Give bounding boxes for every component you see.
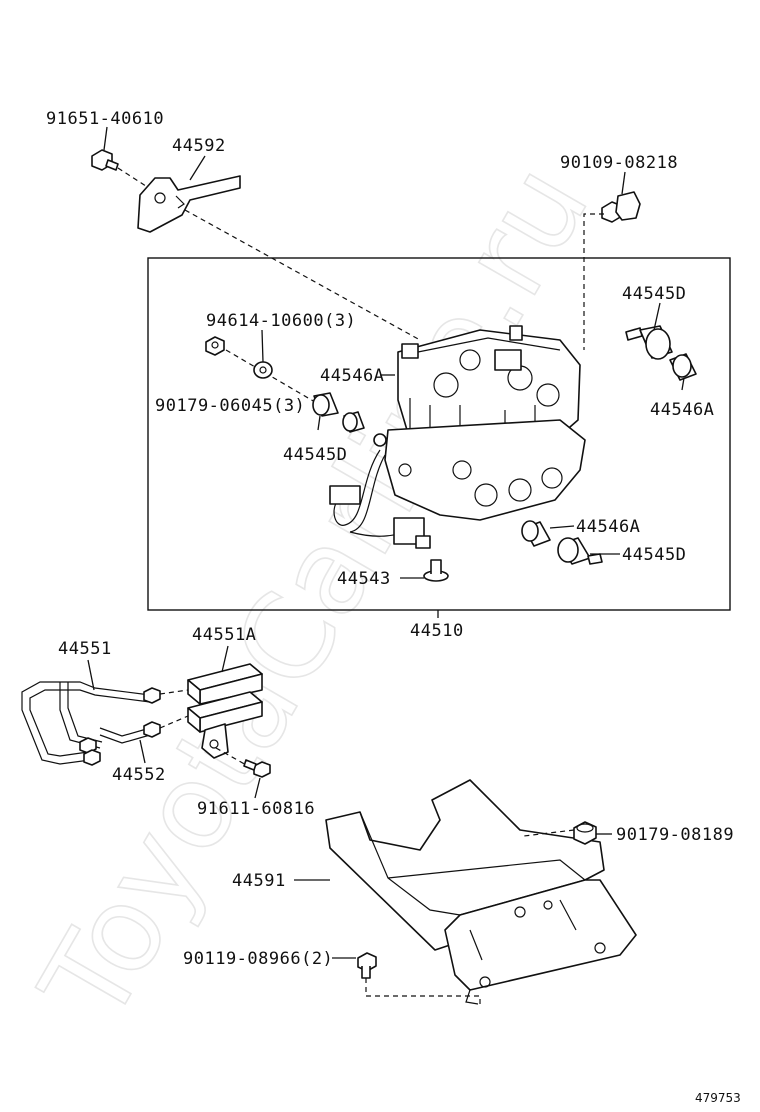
clamp-44551A[interactable] [187, 663, 263, 759]
bolt-90119-08966[interactable] [357, 952, 377, 979]
callout-90179-06045: 90179-06045(3) [155, 396, 305, 416]
callout-44551A: 44551A [192, 625, 256, 645]
callout-44543: 44543 [337, 569, 391, 589]
nut-90179-08189[interactable] [573, 821, 597, 845]
callout-44551: 44551 [58, 639, 112, 659]
collar-44546A-lower-right[interactable] [521, 520, 551, 547]
collar-44546A-upper-right[interactable] [669, 353, 697, 381]
assembly-frame [147, 257, 731, 611]
bolt-91611-60816[interactable] [243, 759, 271, 778]
callout-44545D-left: 44545D [283, 445, 347, 465]
diagram-code: 479753 [695, 1091, 741, 1105]
washer-94614-10600[interactable] [253, 361, 273, 379]
callout-44546A-lower: 44546A [576, 517, 640, 537]
bracket-44591[interactable] [325, 779, 637, 1005]
callout-44546A-right: 44546A [650, 400, 714, 420]
cushion-44545D-upper-right[interactable] [625, 325, 673, 360]
callout-44591: 44591 [232, 871, 286, 891]
callout-90119-08966: 90119-08966(2) [183, 949, 333, 969]
sensor-90109-08218[interactable] [601, 191, 641, 223]
callout-90179-08189: 90179-08189 [616, 825, 734, 845]
callout-44546A-left: 44546A [320, 366, 384, 386]
callout-44545D-lower: 44545D [622, 545, 686, 565]
leader-lines [87, 126, 685, 959]
callout-91651-40610: 91651-40610 [46, 109, 164, 129]
tube-44552[interactable] [99, 727, 151, 744]
cushion-44545D-lower-right[interactable] [557, 537, 603, 565]
bolt-44543[interactable] [423, 559, 449, 582]
actuator-body-44510[interactable] [329, 325, 586, 549]
callout-91611-60816: 91611-60816 [197, 799, 315, 819]
callout-44510: 44510 [410, 621, 464, 641]
callout-44552: 44552 [112, 765, 166, 785]
nut-90179-06045[interactable] [205, 336, 225, 356]
cushion-44545D-left[interactable] [312, 392, 339, 417]
callout-94614-10600: 94614-10600(3) [206, 311, 356, 331]
bracket-44592[interactable] [137, 175, 241, 233]
bolt-91651-40610[interactable] [91, 149, 119, 171]
callout-44545D-upper-right: 44545D [622, 284, 686, 304]
callout-90109-08218: 90109-08218 [560, 153, 678, 173]
callout-44592: 44592 [172, 136, 226, 156]
flare-nuts[interactable] [79, 687, 161, 766]
collar-44546A-left[interactable] [342, 411, 365, 433]
